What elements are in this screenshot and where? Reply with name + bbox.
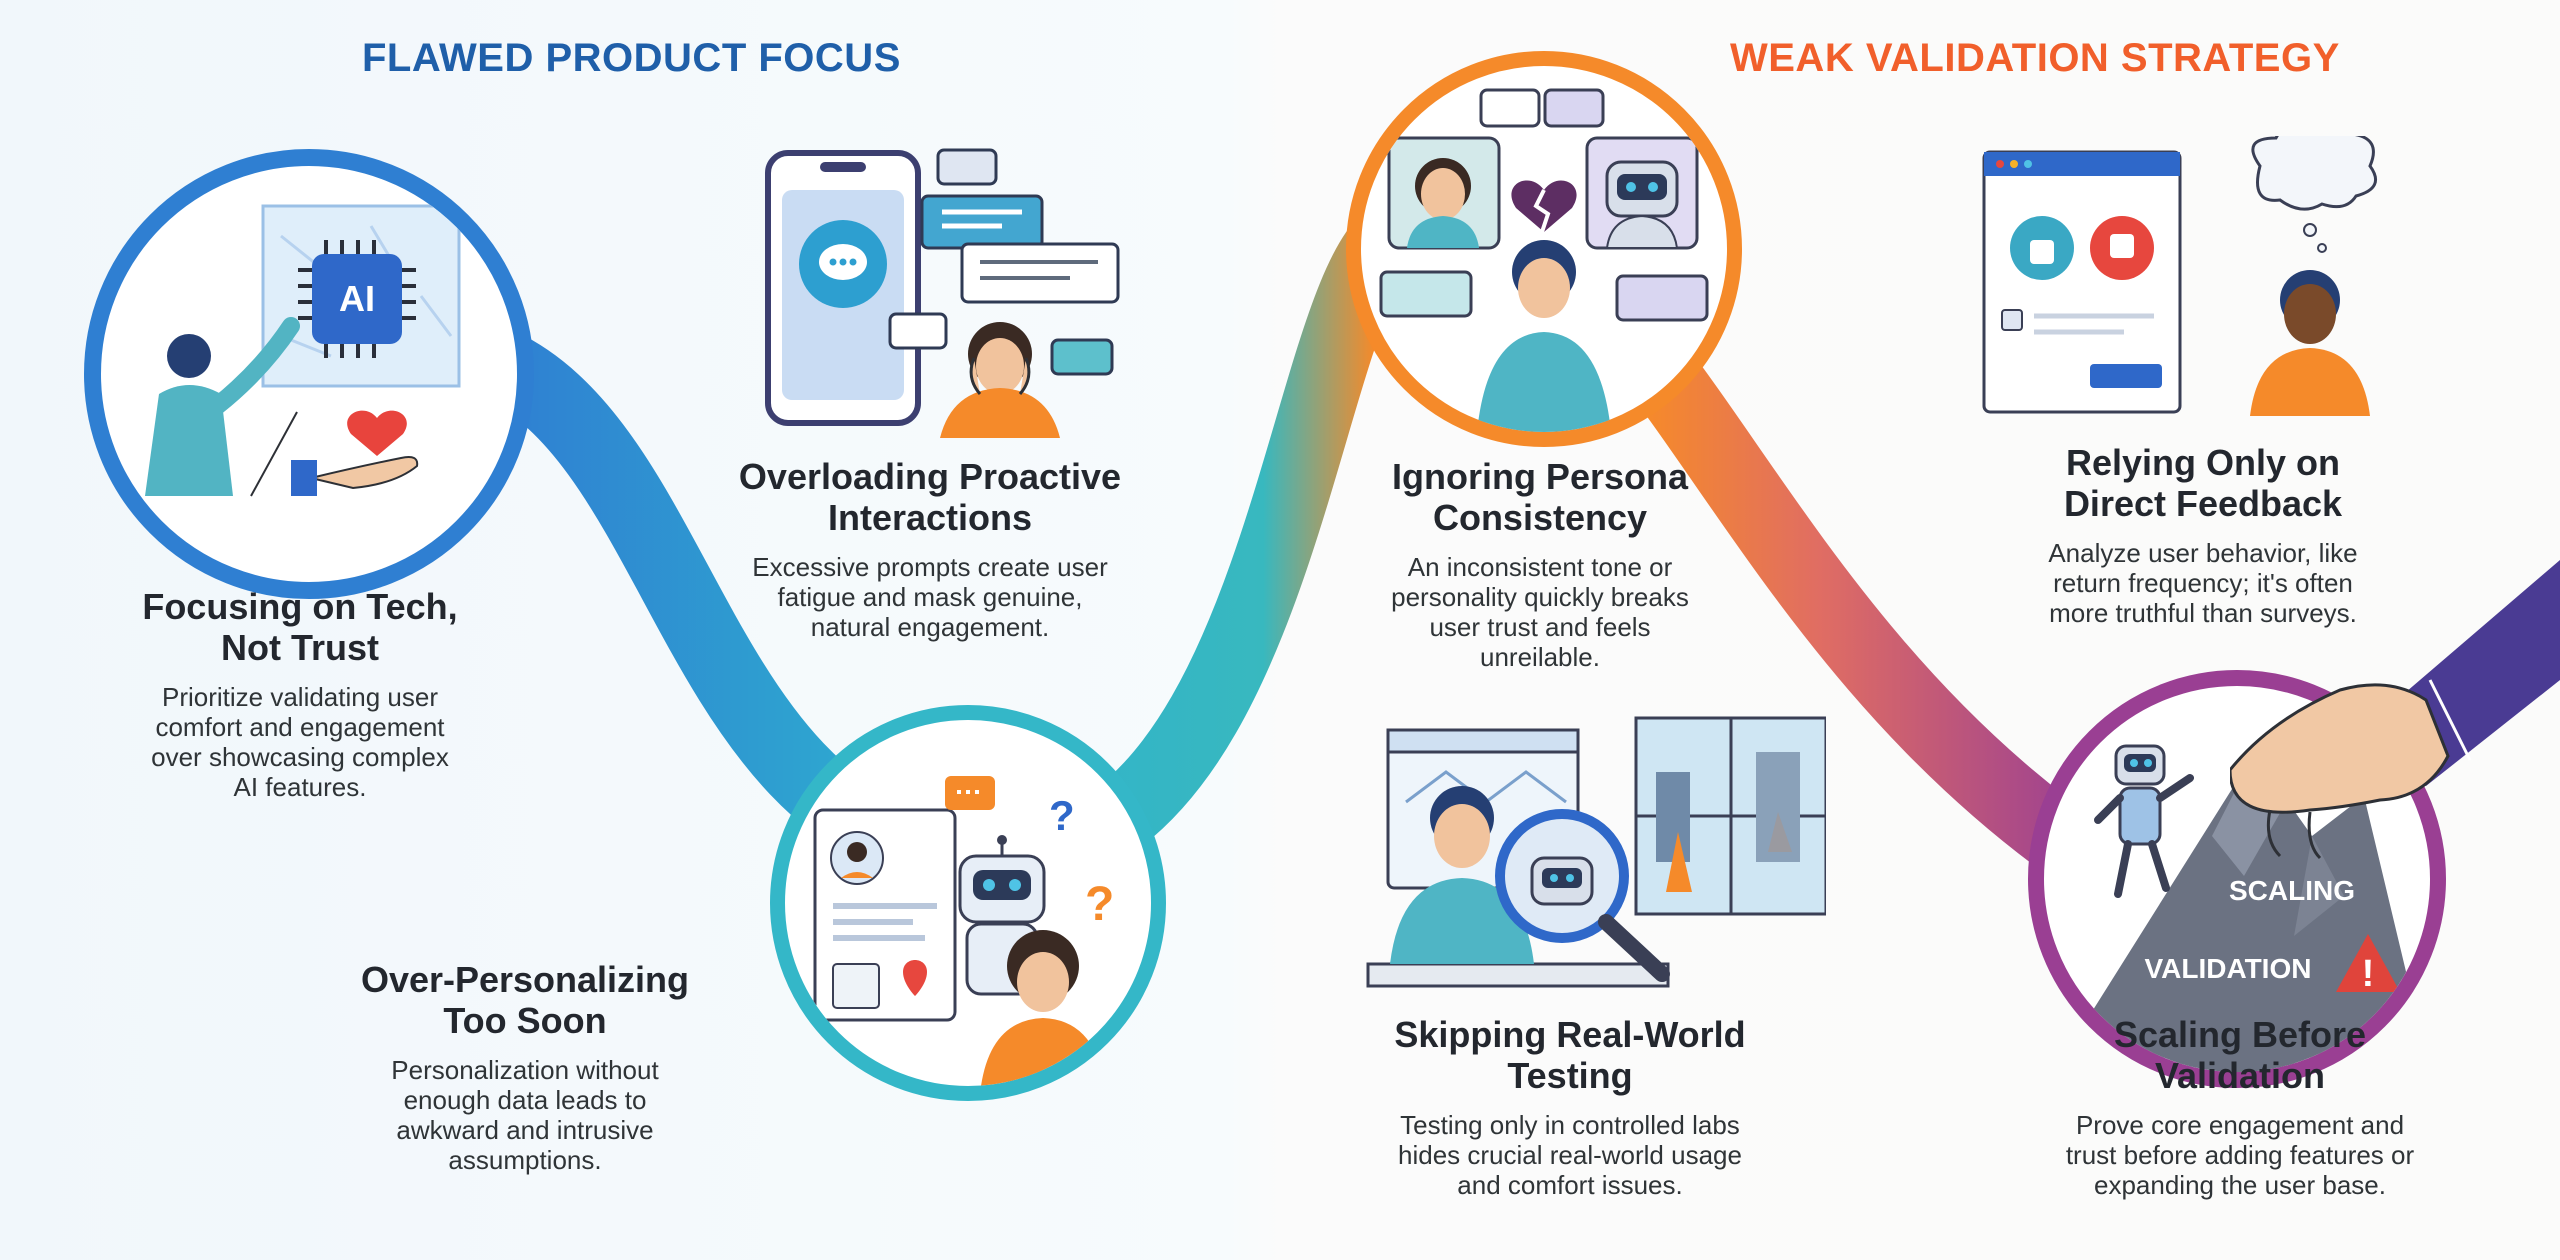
section-title-right: WEAK VALIDATION STRATEGY [1730,36,2340,80]
node-circle-personalizing: ? ? [770,705,1166,1101]
magnifier-robot-lab-icon [1366,716,1826,988]
node-circle-persona [1346,51,1742,447]
svg-text:?: ? [1085,878,1114,931]
warning-mark: ! [2362,953,2375,995]
thumbs-feedback-icon [1982,136,2378,416]
robot-confused-user-icon: ? ? [813,776,1114,1086]
item-focusing-on-tech: Focusing on Tech,Not Trust Prioritize va… [100,586,500,802]
giant-hand-icon [2230,560,2560,860]
mountain-top-label: SCALING [2229,875,2355,906]
section-title-left: FLAWED PRODUCT FOCUS [362,36,901,80]
node-circle-ai: AI [84,149,534,599]
ai-chip-label: AI [339,278,375,319]
ai-chip-and-heart-icon: AI [145,204,461,497]
mountain-base-label: VALIDATION [2145,953,2312,984]
item-title: Focusing on Tech,Not Trust [142,586,458,668]
phone-chat-overload-icon [765,148,1120,438]
scaling-mountain-icon: SCALING VALIDATION ! [2054,744,2430,1072]
broken-heart-persona-icon [1379,88,1709,432]
ribbon-path [463,187,2127,898]
svg-text:?: ? [1049,792,1075,839]
